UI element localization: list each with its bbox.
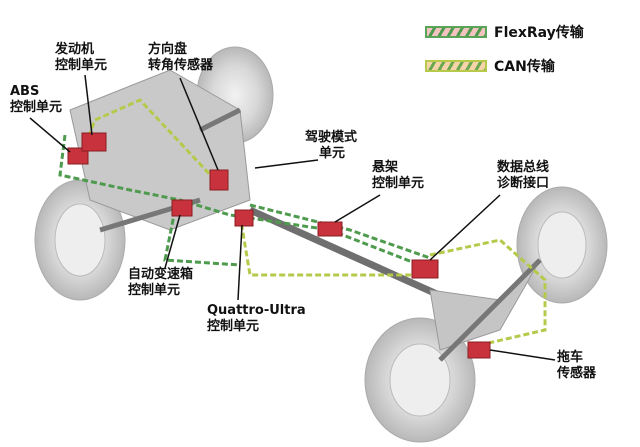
trailer-sensor bbox=[467, 341, 491, 359]
label-engine-ecu: 发动机控制单元 bbox=[55, 42, 108, 73]
can-legend-swatch bbox=[425, 60, 487, 72]
label-trailer-sensor: 拖车传感器 bbox=[557, 350, 597, 381]
gearbox-ecu bbox=[171, 199, 193, 217]
steering-sensor bbox=[209, 169, 229, 191]
label-gearbox-ecu: 自动变速箱控制单元 bbox=[128, 267, 194, 298]
rear-axle bbox=[429, 259, 541, 351]
label-steering-sensor: 方向盘转角传感器 bbox=[148, 42, 214, 73]
label-suspension-ecu: 悬架控制单元 bbox=[372, 160, 425, 191]
abs-ecu bbox=[67, 147, 89, 165]
drive-shaft bbox=[248, 206, 452, 304]
label-diagnosis-port: 数据总线诊断接口 bbox=[497, 160, 550, 191]
flexray-legend-label: FlexRay传输 bbox=[494, 25, 584, 41]
engine-ecu bbox=[81, 132, 107, 152]
can-legend-label: CAN传输 bbox=[494, 59, 555, 75]
suspension-ecu bbox=[317, 221, 343, 237]
quattro-ecu bbox=[234, 209, 254, 227]
flexray-legend-swatch bbox=[425, 26, 487, 38]
label-drive-mode: 驾驶模式单元 bbox=[305, 130, 358, 161]
leader-lines bbox=[29, 74, 556, 361]
diagnosis-port bbox=[411, 259, 439, 279]
